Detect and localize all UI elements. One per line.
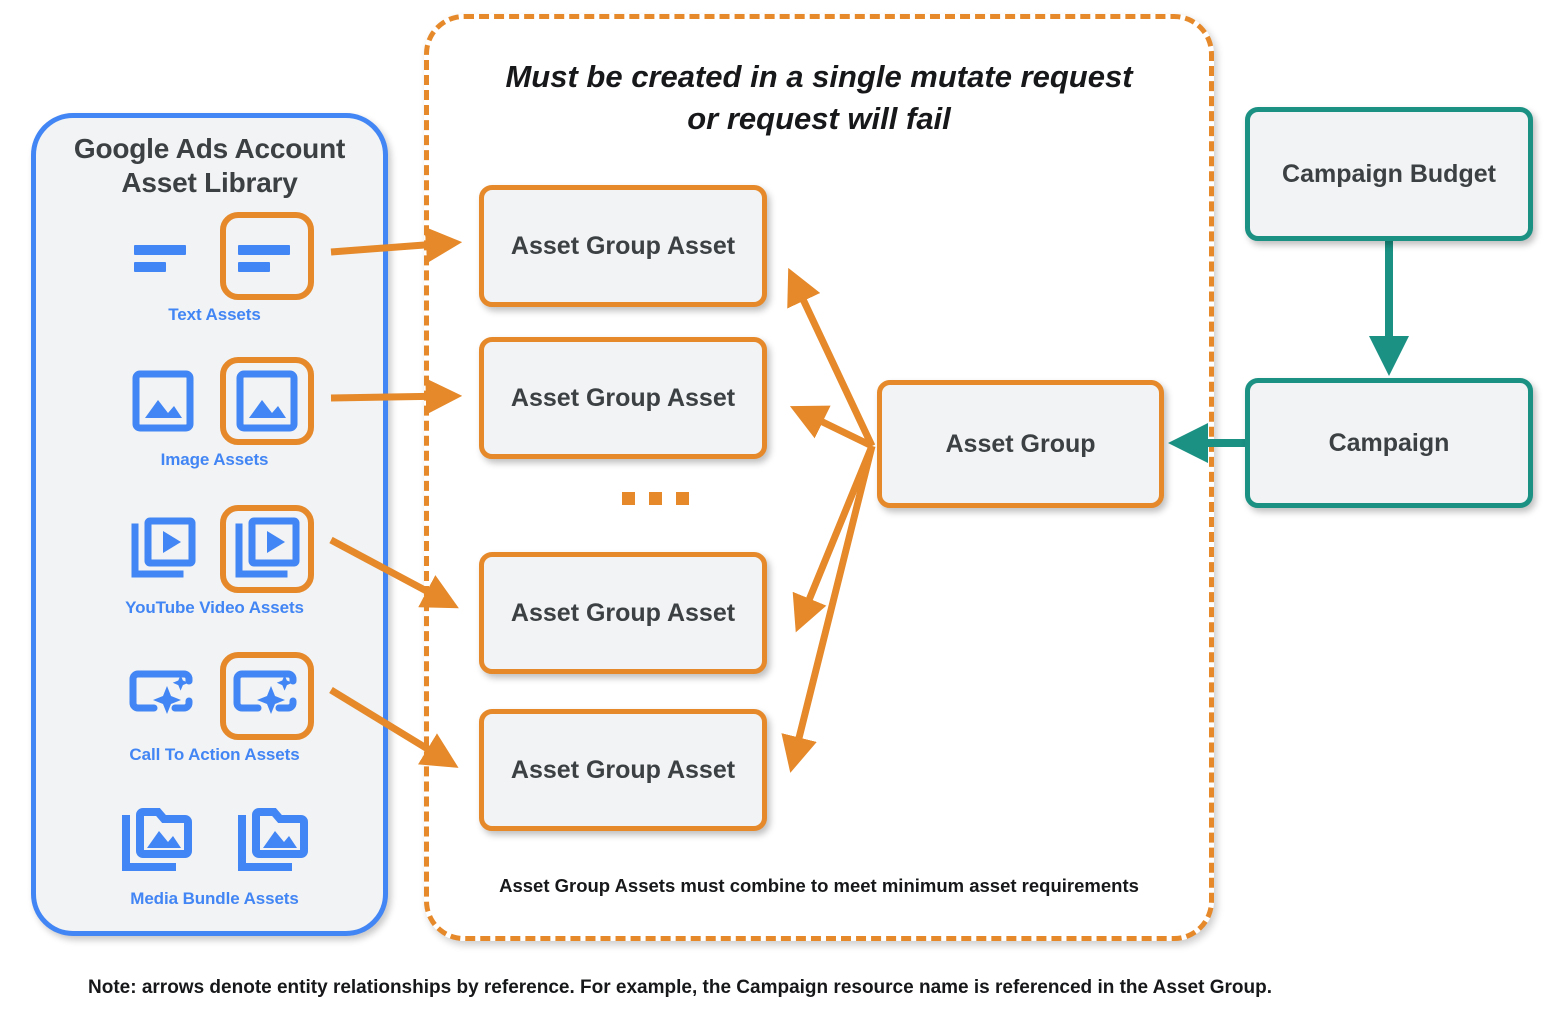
mutate-region-title: Must be created in a single mutate reque… xyxy=(425,56,1213,140)
asset-group-node[interactable]: Asset Group xyxy=(877,380,1164,508)
video-stack-icon-selected[interactable] xyxy=(219,505,314,593)
image-icon-plain xyxy=(116,357,210,445)
media-bundle-icon-left xyxy=(110,796,204,884)
mutate-region-title-line1: Must be created in a single mutate reque… xyxy=(505,59,1133,94)
asset-icons-image xyxy=(36,355,393,447)
video-stack-icon xyxy=(131,517,195,578)
asset-library-title-line2: Asset Library xyxy=(121,167,298,199)
asset-group-asset-label-3: Asset Group Asset xyxy=(510,599,736,627)
asset-library-title: Google Ads Account Asset Library xyxy=(36,132,383,200)
asset-group-asset-label-1: Asset Group Asset xyxy=(510,232,736,260)
asset-group-asset-node-2[interactable]: Asset Group Asset xyxy=(479,337,767,459)
media-bundle-icon-right xyxy=(226,796,320,884)
asset-group-asset-ellipsis xyxy=(622,492,689,505)
mutate-region-footnote: Asset Group Assets must combine to meet … xyxy=(499,875,1139,896)
asset-group-asset-node-4[interactable]: Asset Group Asset xyxy=(479,709,767,831)
campaign-node[interactable]: Campaign xyxy=(1245,378,1533,508)
image-icon xyxy=(132,370,193,432)
asset-group-asset-node-3[interactable]: Asset Group Asset xyxy=(479,552,767,674)
ellipsis-dot-1 xyxy=(622,492,635,505)
asset-caption-media-bundle: Media Bundle Assets xyxy=(130,889,299,908)
asset-group-asset-label-2: Asset Group Asset xyxy=(510,384,736,412)
asset-group-asset-node-1[interactable]: Asset Group Asset xyxy=(479,185,767,307)
asset-caption-cta: Call To Action Assets xyxy=(129,745,300,764)
asset-library-panel: Google Ads Account Asset Library xyxy=(31,113,388,936)
asset-icons-media-bundle xyxy=(36,794,393,886)
campaign-budget-node[interactable]: Campaign Budget xyxy=(1245,107,1533,241)
media-bundle-icon xyxy=(121,808,192,871)
asset-icons-text xyxy=(36,210,393,302)
asset-icons-cta xyxy=(36,650,393,742)
diagram-bottom-note: Note: arrows denote entity relationships… xyxy=(88,977,1272,998)
ellipsis-dot-2 xyxy=(649,492,662,505)
ellipsis-dot-3 xyxy=(676,492,689,505)
asset-row-media-bundle: Media Bundle Assets xyxy=(36,794,393,909)
asset-icons-video xyxy=(36,503,393,595)
media-bundle-icon xyxy=(237,808,308,871)
asset-row-video: YouTube Video Assets xyxy=(36,503,393,618)
text-lines-icon-plain xyxy=(116,212,210,300)
asset-caption-video: YouTube Video Assets xyxy=(125,598,304,617)
video-stack-icon xyxy=(235,517,299,578)
asset-row-text: Text Assets xyxy=(36,210,393,325)
asset-row-cta: Call To Action Assets xyxy=(36,650,393,765)
asset-group-label: Asset Group xyxy=(945,430,1096,458)
call-to-action-icon-plain xyxy=(116,652,210,740)
campaign-label: Campaign xyxy=(1328,429,1450,457)
call-to-action-icon xyxy=(129,670,192,714)
text-lines-icon xyxy=(237,245,290,272)
asset-library-title-line1: Google Ads Account xyxy=(73,133,346,164)
asset-caption-text: Text Assets xyxy=(168,305,261,324)
asset-row-image: Image Assets xyxy=(36,355,393,470)
asset-group-asset-label-4: Asset Group Asset xyxy=(510,756,736,784)
text-lines-icon xyxy=(133,245,186,272)
mutate-region-title-line2: or request will fail xyxy=(687,100,951,136)
video-stack-icon-plain xyxy=(116,505,210,593)
image-icon xyxy=(236,370,297,432)
text-lines-icon-selected[interactable] xyxy=(219,212,314,300)
asset-caption-image: Image Assets xyxy=(160,450,269,469)
call-to-action-icon-selected[interactable] xyxy=(219,652,314,740)
image-icon-selected[interactable] xyxy=(219,357,314,445)
call-to-action-icon xyxy=(233,670,296,714)
campaign-budget-label: Campaign Budget xyxy=(1282,160,1496,188)
